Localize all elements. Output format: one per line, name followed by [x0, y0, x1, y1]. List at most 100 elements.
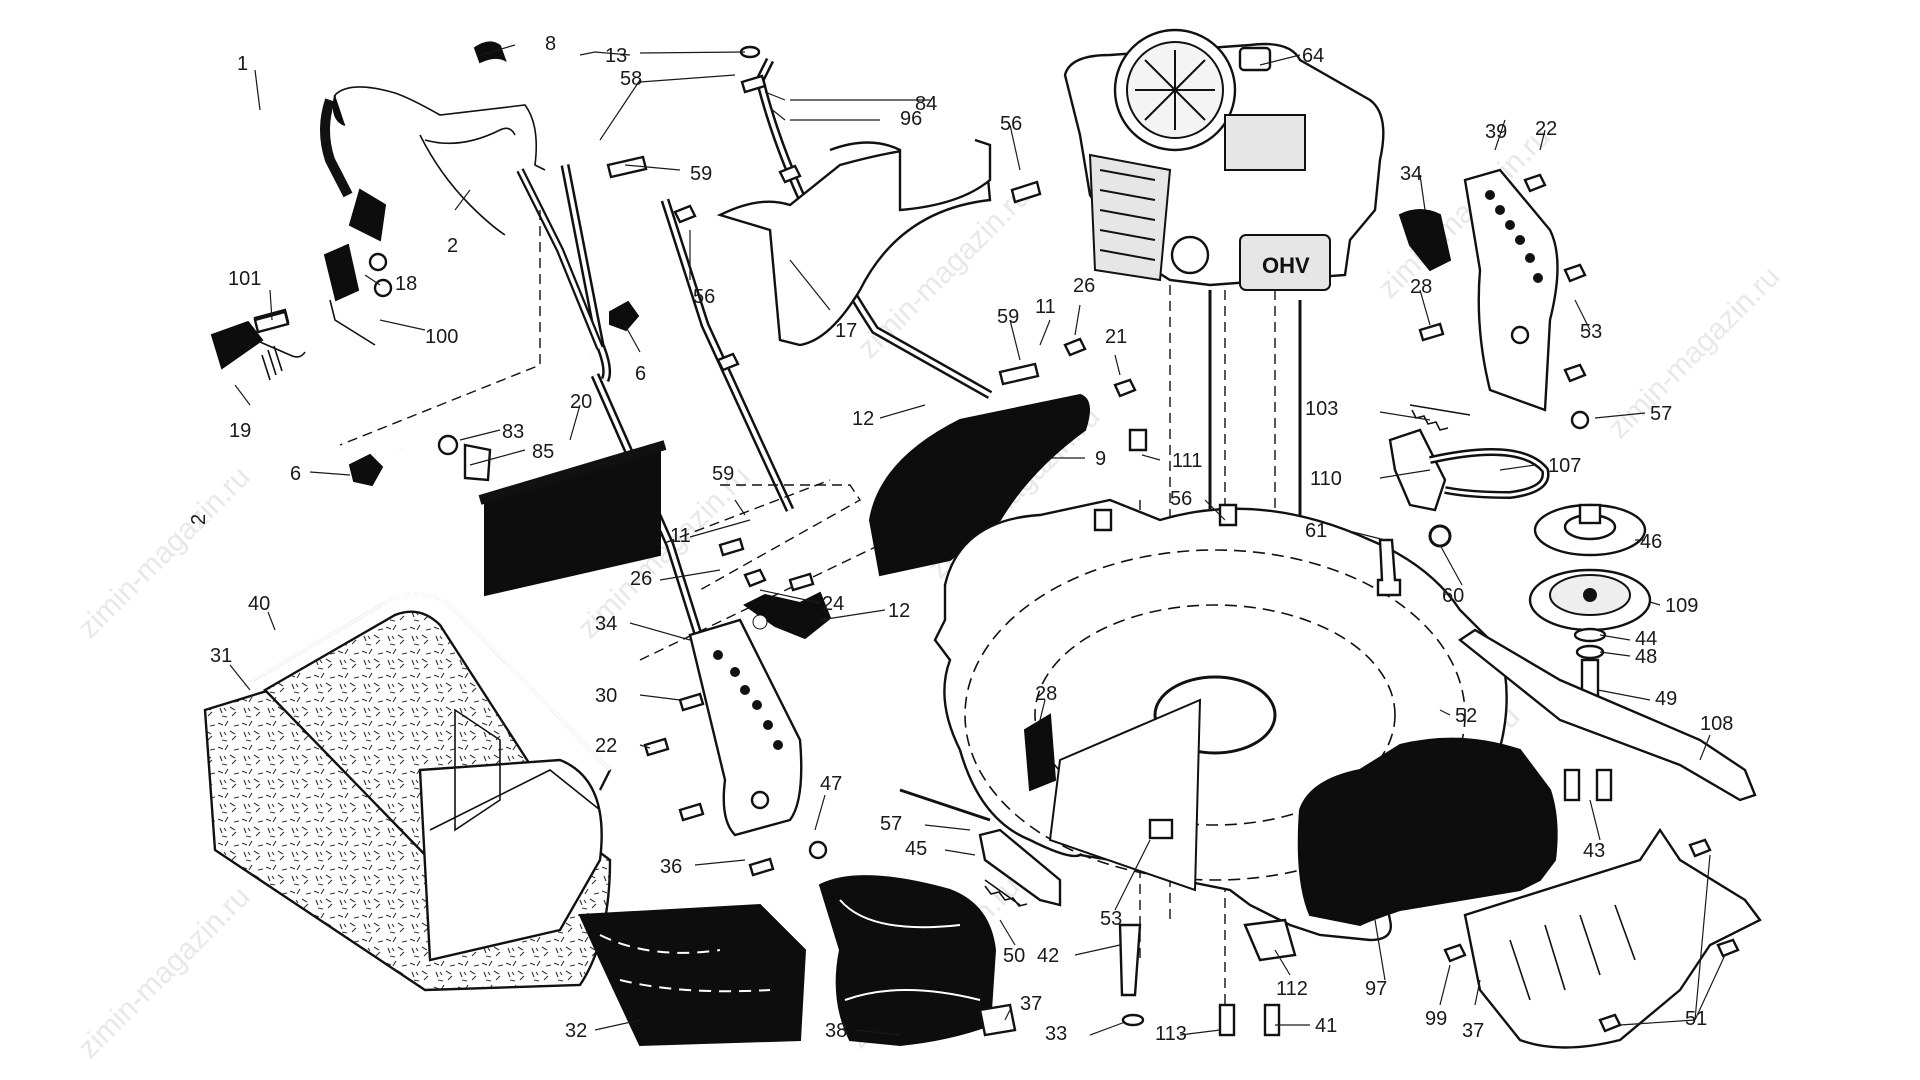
callout-number: 100	[425, 326, 458, 348]
callout-number: 49	[1655, 688, 1677, 710]
bolt-101	[253, 310, 290, 334]
callout-number: 32	[565, 1020, 587, 1042]
callout-number: 1	[237, 53, 248, 75]
callout-number: 2	[447, 235, 458, 257]
callout-number: 12	[888, 600, 910, 622]
callout-number: 8	[545, 33, 556, 55]
callout-number: 108	[1700, 713, 1733, 735]
callout-number: 56	[1170, 488, 1192, 510]
callout-number: 84	[915, 93, 937, 115]
callout-number: 50	[1003, 945, 1025, 967]
callout-number: 109	[1665, 595, 1698, 617]
grass-bag	[203, 592, 612, 992]
front-height-plate-39	[1463, 168, 1559, 412]
lower-deflector-51	[1463, 827, 1762, 1049]
deflector-mount-bracket	[437, 434, 492, 482]
page-edge-mark: 2	[188, 514, 210, 525]
bolts-bottom	[1121, 1003, 1281, 1037]
throttle-cable	[419, 127, 516, 236]
engine-64: OHV	[1063, 28, 1385, 291]
callout-number: 11	[1035, 296, 1056, 318]
discharge-deflector-33	[818, 875, 1017, 1047]
callout-number: 51	[1685, 1008, 1707, 1030]
callout-number: 6	[290, 463, 301, 485]
small-fasteners	[606, 74, 1740, 1033]
mulch-plug-38	[578, 903, 807, 1047]
blade-47	[1457, 628, 1757, 802]
callout-number: 18	[395, 273, 417, 295]
callout-labels: 1 8 13 58 64 84 96 56 59 2 56 101 18 100…	[210, 33, 1733, 1045]
rear-cover-9	[868, 393, 1090, 577]
callout-leaders	[229, 44, 1726, 1036]
callout-number: 59	[997, 306, 1019, 328]
callout-number: 113	[1155, 1023, 1187, 1045]
upper-handle	[210, 41, 592, 452]
callout-number: 37	[1020, 993, 1042, 1015]
callout-number: 58	[620, 68, 642, 90]
callout-number: 44	[1635, 628, 1657, 650]
callout-number: 20	[570, 391, 592, 413]
callout-number: 112	[1276, 978, 1308, 1000]
callout-number: 48	[1635, 646, 1657, 668]
callout-number: 110	[1310, 468, 1342, 490]
callout-number: 26	[1073, 275, 1095, 297]
callout-number: 22	[595, 735, 617, 757]
mulch-cover-99	[1297, 737, 1558, 927]
blade-bolts-50	[1563, 768, 1613, 802]
callout-number: 41	[1315, 1015, 1337, 1037]
callout-number: 30	[595, 685, 617, 707]
retainer-ring-60	[1428, 524, 1452, 548]
shoulder-bolt-61	[1376, 538, 1402, 597]
watermark: zimin-magazin.ru	[72, 880, 257, 1065]
callout-number: 9	[1095, 448, 1106, 470]
callout-number: 34	[595, 613, 617, 635]
control-bail	[320, 86, 546, 198]
callout-number: 31	[210, 645, 232, 667]
rear-height-plate	[688, 618, 803, 837]
handle-knobs	[348, 300, 640, 487]
callout-number: 57	[880, 813, 902, 835]
callout-number: 59	[690, 163, 712, 185]
drive-belt-107	[1429, 448, 1550, 500]
callout-number: 64	[1302, 45, 1324, 67]
callout-number: 28	[1035, 683, 1057, 705]
callout-number: 96	[900, 108, 922, 130]
callout-number: 40	[248, 593, 270, 615]
callout-number: 21	[1105, 326, 1127, 348]
callout-number: 59	[712, 463, 734, 485]
callout-number: 103	[1305, 398, 1338, 420]
watermark: zimin-magazin.ru	[1602, 260, 1787, 445]
callout-number: 39	[1485, 121, 1507, 143]
callout-number: 99	[1425, 1008, 1447, 1030]
callout-number: 85	[532, 441, 554, 463]
callout-number: 11	[670, 525, 691, 547]
callout-number: 53	[1580, 321, 1602, 343]
callout-number: 60	[1442, 585, 1464, 607]
callout-number: 43	[1583, 840, 1605, 862]
spring-42	[984, 879, 1028, 907]
spacer-43	[1148, 818, 1174, 840]
engine-control-lever	[323, 188, 393, 346]
callout-number: 47	[820, 773, 842, 795]
callout-number: 46	[1640, 531, 1662, 553]
callout-number: 53	[1100, 908, 1122, 930]
callout-number: 24	[822, 593, 844, 615]
callout-number: 56	[1000, 113, 1022, 135]
engine-badge: OHV	[1262, 253, 1310, 278]
height-lever-knob-34	[743, 591, 832, 640]
callout-number: 97	[1365, 978, 1387, 1000]
callout-number: 17	[835, 320, 857, 342]
pivot-bracket-36	[978, 828, 1062, 907]
rear-baffle-17	[716, 138, 992, 347]
blade-adapter-109	[1528, 568, 1652, 632]
height-lever-knob-34b	[1398, 209, 1452, 272]
callout-number: 61	[1305, 520, 1327, 542]
callout-number: 57	[1650, 403, 1672, 425]
callout-number: 13	[605, 45, 627, 67]
callout-number: 6	[635, 363, 646, 385]
callout-number: 33	[1045, 1023, 1067, 1045]
callout-number: 22	[1535, 118, 1557, 140]
bracket-112	[1118, 923, 1142, 997]
callout-number: 107	[1548, 455, 1581, 477]
